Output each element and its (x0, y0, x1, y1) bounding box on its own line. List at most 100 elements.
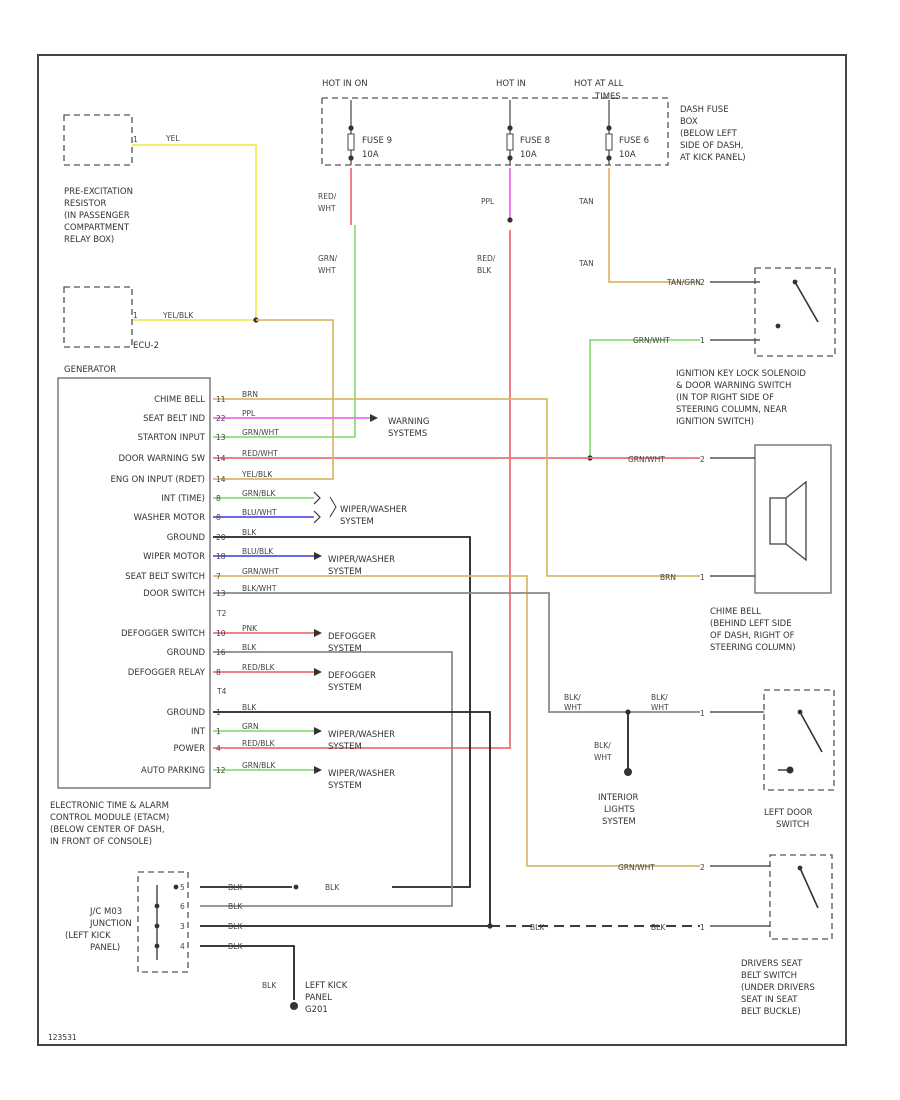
ignition-grn-wht-label: GRN/WHT (633, 336, 670, 345)
interior-line-2: LIGHTS (604, 805, 635, 815)
resistor-line-5: RELAY BOX) (64, 235, 114, 245)
junction-wire-1: BLK (228, 883, 243, 892)
module-wire-label: RED/WHT (242, 449, 278, 458)
door-blk-wht-b-2: WHT (651, 703, 669, 712)
module-pin-label: STARTON INPUT (138, 433, 206, 443)
svg-text:2: 2 (700, 455, 705, 464)
wiper-3-line-1: WIPER/WASHER (328, 730, 395, 740)
svg-text:1: 1 (133, 135, 138, 144)
fuse-box-outline (321, 97, 669, 166)
drivers-seat-belt-switch: GRN/WHT 2 1 BLK BLK DRIVERS SEAT BELT SW… (530, 854, 833, 1017)
module-pin-label: WASHER MOTOR (134, 513, 205, 523)
module-pin-label: GROUND (167, 533, 206, 543)
dash-fuse-box: HOT IN ON HOT IN HOT AT ALL TIMES FUSE 9… (321, 79, 746, 166)
module-wire-label: BLK (242, 643, 257, 652)
module-pin-label: DOOR WARNING SW (118, 454, 205, 464)
interior-line-1: INTERIOR (598, 793, 639, 803)
interior-blk-wht-1: BLK/ (594, 741, 611, 750)
fuse-8-rating: 10A (520, 150, 537, 160)
tan-label-b: TAN (578, 259, 594, 268)
chime-line-4: STEERING COLUMN) (710, 643, 796, 653)
times-label: TIMES (594, 92, 621, 102)
ignition-line-3: (IN TOP RIGHT SIDE OF (676, 393, 774, 403)
resistor-line-3: (IN PASSENGER (64, 211, 130, 221)
seatbelt-line-5: BELT BUCKLE) (741, 1007, 801, 1017)
fuse-box-line-1: DASH FUSE (680, 105, 729, 115)
module-wire-label: PPL (242, 409, 256, 418)
svg-text:2: 2 (700, 278, 705, 287)
wire-tan (608, 168, 700, 283)
ground-line-2: PANEL (305, 993, 332, 1003)
fuse-box-line-4: SIDE OF DASH, (680, 141, 744, 151)
etacm-module (57, 377, 211, 789)
module-wire-label: PNK (242, 624, 258, 633)
junction-line-2: JUNCTION (89, 919, 132, 929)
junction-wire-4: BLK (228, 922, 243, 931)
module-pin-number: 14 (216, 475, 226, 484)
module-pin-number: 13 (216, 589, 226, 598)
junction-wire-2: BLK (325, 883, 340, 892)
left-door-line-1: LEFT DOOR (764, 808, 813, 818)
wire-red-blk-power (213, 230, 511, 749)
chime-line-2: (BEHIND LEFT SIDE (710, 619, 792, 629)
wire-blk-ground-2 (200, 651, 453, 907)
module-wire-label: BLK/WHT (242, 584, 277, 593)
ecu-2-box (63, 286, 133, 348)
module-pin-label: INT (191, 727, 206, 737)
ignition-line-4: STEERING COLUMN, NEAR (676, 405, 787, 415)
ground-wire-label: BLK (262, 981, 277, 990)
defogger-2-line-1: DEFOGGER (328, 671, 376, 681)
resistor-line-4: COMPARTMENT (64, 223, 130, 233)
junction-connector: 5 6 3 4 J/C M03 JUNCTION (LEFT KICK PANE… (65, 871, 348, 1015)
module-wire-label: BLU/BLK (242, 547, 274, 556)
module-pin-number: 22 (216, 414, 226, 423)
door-blk-wht-b-1: BLK/ (651, 693, 668, 702)
ignition-line-5: IGNITION SWITCH) (676, 417, 754, 427)
connector-t4: T4 (216, 687, 227, 696)
defogger-1-line-2: SYSTEM (328, 644, 362, 654)
wiper-washer-ref-4: WIPER/WASHER SYSTEM (314, 766, 395, 791)
module-pin-label: SEAT BELT SWITCH (125, 572, 205, 582)
door-blk-wht-a-1: BLK/ (564, 693, 581, 702)
hot-in-label: HOT IN (496, 79, 526, 89)
seatbelt-line-4: SEAT IN SEAT (741, 995, 798, 1005)
wiper-washer-ref-2: WIPER/WASHER SYSTEM (314, 552, 395, 577)
module-pin-number: 11 (216, 395, 226, 404)
fuse-9: FUSE 9 10A (347, 100, 392, 165)
chime-grn-wht-label: GRN/WHT (628, 455, 665, 464)
fuse-9-label: FUSE 9 (362, 136, 392, 146)
svg-text:4: 4 (180, 942, 185, 951)
module-pin-label: SEAT BELT IND (143, 414, 205, 424)
grn-wht-label-2: WHT (318, 266, 336, 275)
fuse-6: FUSE 6 10A (605, 100, 649, 165)
ecu-2-label: ECU-2 (133, 341, 159, 351)
junction-wire-3: BLK (228, 902, 243, 911)
module-wire-label: RED/BLK (242, 663, 276, 672)
fuse-box-line-3: (BELOW LEFT (680, 129, 738, 139)
resistor-wire-label: YEL (165, 134, 180, 143)
seatbelt-line-3: (UNDER DRIVERS (741, 983, 815, 993)
module-caption-3: (BELOW CENTER OF DASH, (50, 825, 165, 835)
module-pin-number: 20 (216, 533, 226, 542)
seatbelt-blk-a: BLK (530, 923, 545, 932)
wire-grn-wht-start (213, 225, 356, 438)
ignition-key-switch: TAN/GRN 2 GRN/WHT 1 IGNITION KEY LOCK SO… (633, 267, 836, 427)
ignition-line-2: & DOOR WARNING SWITCH (676, 381, 791, 391)
interior-line-3: SYSTEM (602, 817, 636, 827)
module-pin-number: 8 (216, 494, 221, 503)
defogger-ref-1: DEFOGGER SYSTEM (314, 629, 376, 654)
wire-yel-resistor (132, 144, 257, 320)
chime-line-1: CHIME BELL (710, 607, 761, 617)
module-wire-label: BLK (242, 528, 257, 537)
red-blk-label-2: BLK (477, 266, 492, 275)
module-pin-label: GROUND (167, 648, 206, 658)
interior-blk-wht-2: WHT (594, 753, 612, 762)
module-pin-label: DEFOGGER SWITCH (121, 629, 205, 639)
warning-line-1: WARNING (388, 417, 429, 427)
module-pin-label: POWER (174, 744, 206, 754)
svg-text:2: 2 (700, 863, 705, 872)
seatbelt-line-2: BELT SWITCH (741, 971, 797, 981)
wiper-4-line-2: SYSTEM (328, 781, 362, 791)
